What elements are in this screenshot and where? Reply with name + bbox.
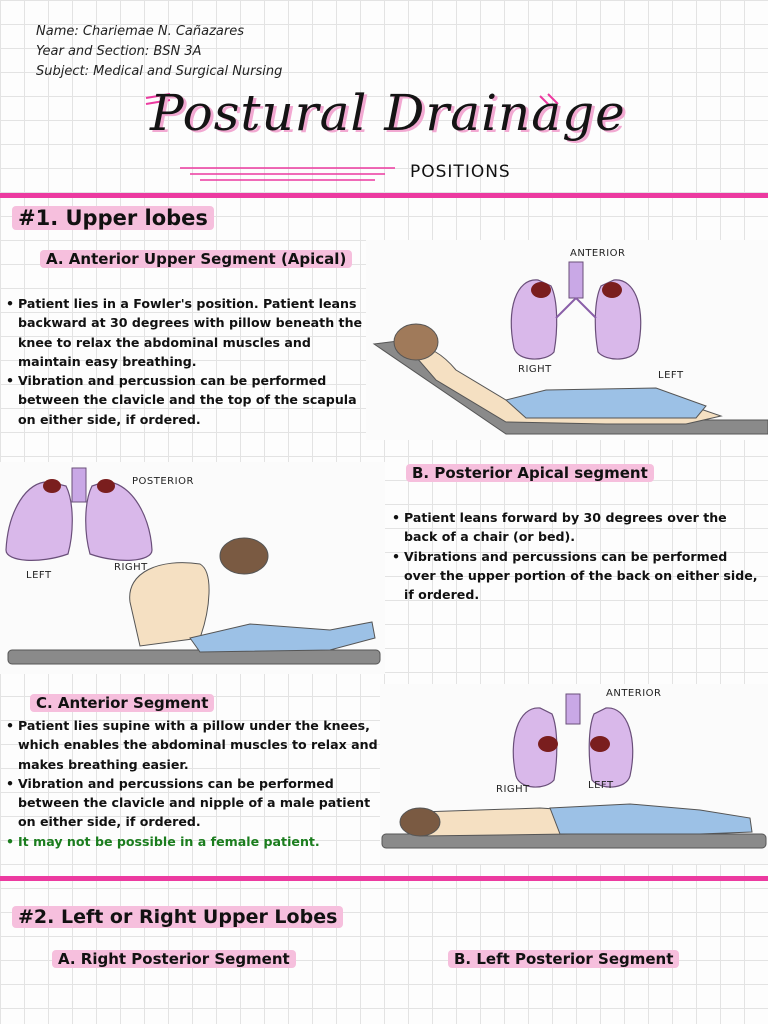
segment-c-title: C. Anterior Segment (30, 694, 215, 712)
lungs-posterior-icon (5, 467, 153, 561)
title-decoration (145, 93, 559, 181)
list-item-note: It may not be possible in a female patie… (6, 832, 378, 852)
label-posterior: POSTERIOR (132, 476, 194, 487)
segment-right-posterior-text: A. Right Posterior Segment (52, 950, 296, 968)
forward-lean-illustration: POSTERIOR LEFT RIGHT (0, 462, 385, 674)
subject: Subject: Medical and Surgical Nursing (36, 64, 283, 79)
fowler-position-illustration: ANTERIOR RIGHT LEFT (366, 240, 768, 440)
page-subtitle: POSITIONS (410, 162, 511, 182)
segment-c-bullets: Patient lies supine with a pillow under … (6, 716, 378, 851)
supine-illustration: ANTERIOR RIGHT LEFT (380, 684, 768, 864)
segment-a-title: A. Anterior Upper Segment (Apical) (40, 250, 353, 268)
lungs-anterior-icon (512, 693, 634, 788)
segment-left-posterior-title: B. Left Posterior Segment (448, 950, 680, 968)
section2-heading-text: #2. Left or Right Upper Lobes (12, 906, 344, 928)
list-item: Patient lies in a Fowler's position. Pat… (6, 294, 364, 371)
student-name: Name: Chariemae N. Cañazares (36, 24, 245, 39)
list-item: Vibration and percussions can be perform… (6, 774, 378, 832)
label-anterior: ANTERIOR (606, 688, 662, 699)
label-right: RIGHT (114, 562, 148, 573)
section1-heading: #1. Upper lobes (12, 206, 214, 230)
supine-drawing (381, 693, 767, 849)
segment-b-bullets: Patient leans forward by 30 degrees over… (392, 508, 762, 604)
segment-a-bullets: Patient lies in a Fowler's position. Pat… (6, 294, 364, 429)
section-divider (0, 193, 768, 198)
section-divider (0, 876, 768, 881)
year-section: Year and Section: BSN 3A (36, 44, 202, 59)
segment-b-title: B. Posterior Apical segment (406, 464, 654, 482)
page-title: Postural Drainage (150, 84, 626, 142)
lungs-anterior-icon (510, 261, 642, 360)
label-right: RIGHT (496, 784, 530, 795)
segment-c-title-text: C. Anterior Segment (30, 694, 215, 712)
label-left: LEFT (26, 570, 52, 581)
label-left: LEFT (588, 780, 614, 791)
section2-heading: #2. Left or Right Upper Lobes (12, 906, 344, 928)
fowler-drawing (372, 261, 768, 435)
list-item: Vibration and percussion can be performe… (6, 371, 364, 429)
list-item: Vibrations and percussions can be perfor… (392, 547, 762, 605)
label-right: RIGHT (518, 364, 552, 375)
list-item: Patient lies supine with a pillow under … (6, 716, 378, 774)
label-left: LEFT (658, 370, 684, 381)
segment-b-title-text: B. Posterior Apical segment (406, 464, 654, 482)
segment-left-posterior-text: B. Left Posterior Segment (448, 950, 680, 968)
segment-right-posterior-title: A. Right Posterior Segment (52, 950, 296, 968)
section1-heading-text: #1. Upper lobes (12, 206, 214, 230)
forward-lean-drawing (5, 467, 381, 665)
segment-a-title-text: A. Anterior Upper Segment (Apical) (40, 250, 353, 268)
label-anterior: ANTERIOR (570, 248, 626, 259)
list-item: Patient leans forward by 30 degrees over… (392, 508, 762, 547)
